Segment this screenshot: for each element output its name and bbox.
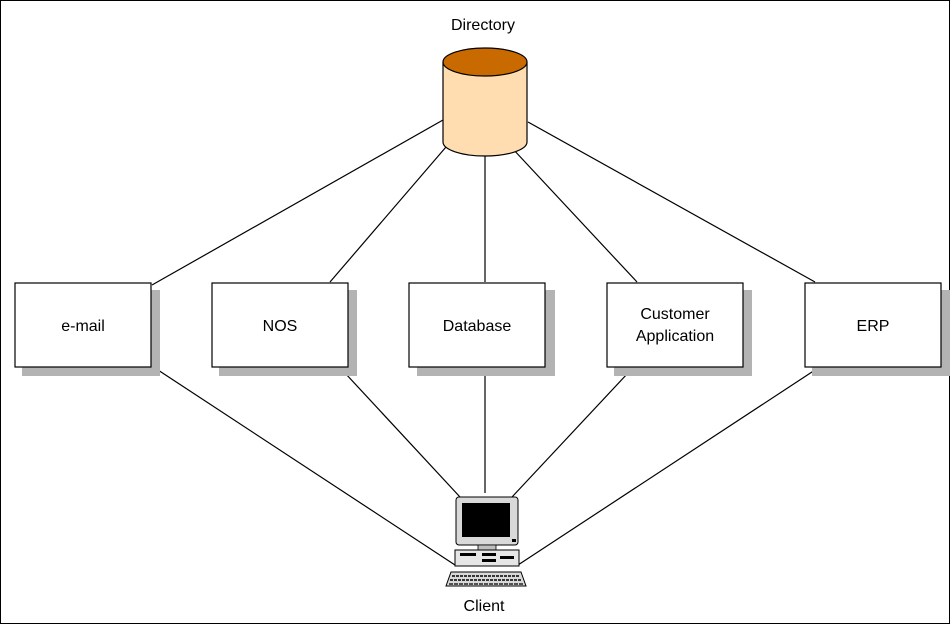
connector-nos-client [344,372,461,498]
system-label-database: Database [443,318,512,335]
directory-cylinder-body [442,62,528,157]
box [606,282,744,368]
connector-customer-application-client [511,372,629,498]
drive-slot-2 [482,553,496,556]
client-node: Client [445,496,527,615]
directory-node: Directory [442,17,528,157]
directory-cylinder-top [442,47,528,77]
client-label: Client [464,598,505,615]
system-box-erp: ERP [804,282,950,376]
system-label-erp: ERP [857,318,890,335]
monitor-button [512,539,516,542]
client-connectors [157,369,816,566]
system-box-nos: NOS [211,282,357,376]
system-label-nos: NOS [263,318,298,335]
system-box-database: Database [408,282,555,376]
drive-slot-4 [500,556,514,559]
connector-directory-erp [527,121,816,283]
directory-connectors [151,119,816,286]
box [804,282,942,368]
drive-slot-1 [460,553,476,556]
monitor-stand [477,544,497,551]
drive-slot-3 [482,559,496,562]
directory-label: Directory [451,17,515,34]
connector-directory-customer-application [511,147,638,283]
box [14,282,152,368]
connector-erp-client [517,369,816,566]
box [211,282,349,368]
connector-directory-nos [329,139,453,283]
computer-icon [445,496,527,587]
system-box-customer-application: Customer Application [606,282,752,376]
system-label-customer-line2: Application [636,328,714,345]
monitor-screen [462,503,510,537]
box [408,282,546,368]
connector-email-client [157,369,456,566]
system-label-customer-line1: Customer [640,306,710,323]
system-label-email: e-mail [61,318,105,335]
connector-directory-email [151,119,444,286]
system-box-email: e-mail [14,282,160,376]
